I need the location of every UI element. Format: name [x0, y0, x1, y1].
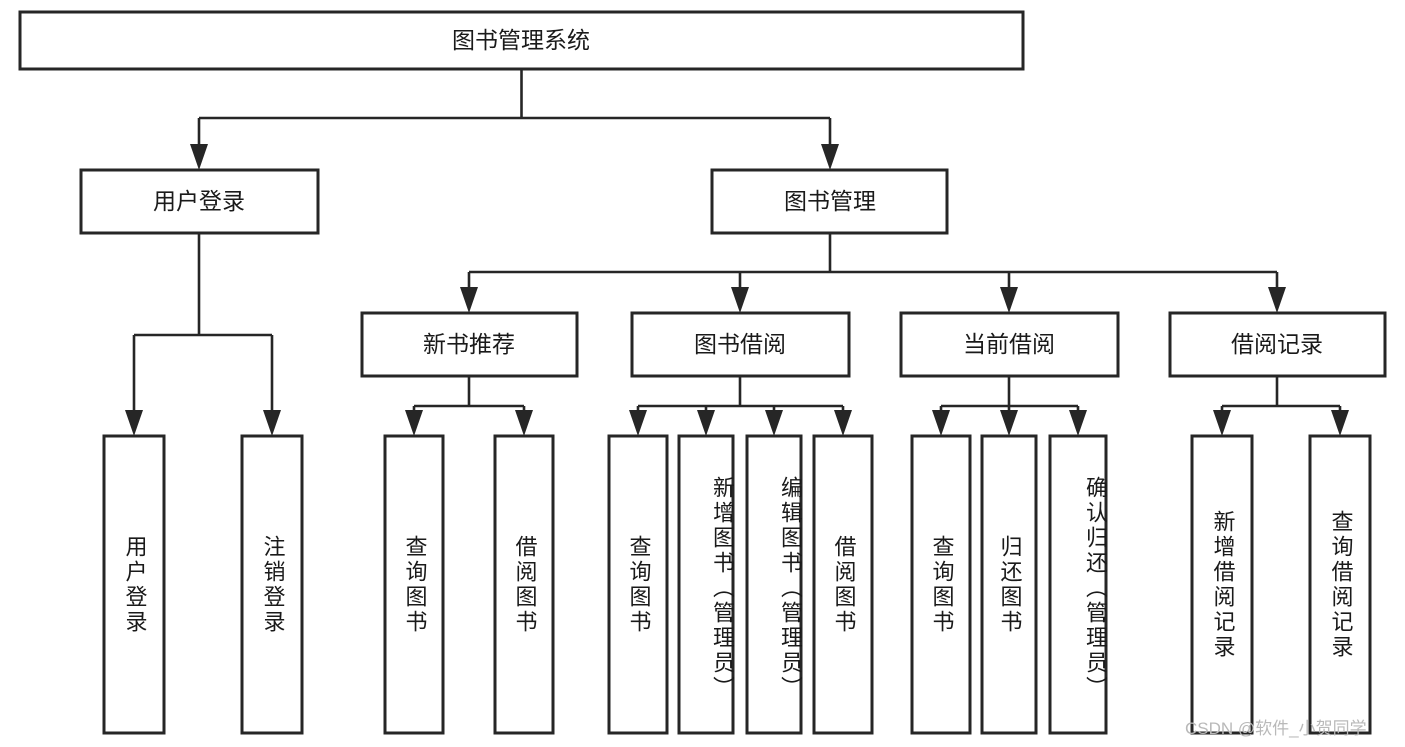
node-new-book-recommend[interactable]: 新书推荐	[360, 311, 579, 378]
leaf-box-query-book-3	[910, 434, 972, 735]
node-new-book-recommend-label: 新书推荐	[423, 331, 515, 357]
node-current-borrow[interactable]: 当前借阅	[899, 311, 1120, 378]
node-book-borrow-label: 图书借阅	[694, 331, 786, 357]
leaf-box-return-book	[980, 434, 1038, 735]
edges-book-manage	[460, 233, 1286, 313]
leaf-box-borrow-book-1	[493, 434, 555, 735]
leaf-box-add-record	[1190, 434, 1254, 735]
edges-root	[190, 69, 839, 170]
leaf-box-query-book-2	[607, 434, 669, 735]
node-borrow-record-label: 借阅记录	[1231, 331, 1323, 357]
leaf-box-add-book	[677, 434, 735, 735]
node-book-manage[interactable]: 图书管理	[710, 168, 949, 235]
leaf-box-borrow-book-2	[812, 434, 874, 735]
node-current-borrow-label: 当前借阅	[963, 331, 1055, 357]
leaf-box-user-logout	[240, 434, 304, 735]
csdn-watermark: CSDN @软件_小贺同学	[1185, 719, 1367, 738]
edges-borrow-record	[1213, 376, 1349, 436]
edges-current-borrow	[932, 376, 1087, 436]
leaf-box-edit-book	[745, 434, 803, 735]
edges-new-book-recommend	[405, 376, 533, 436]
leaf-boxes[interactable]	[102, 434, 1372, 735]
node-user-login-label: 用户登录	[153, 188, 245, 214]
edges-book-borrow	[629, 376, 852, 436]
leaf-box-query-record	[1308, 434, 1372, 735]
node-root-label: 图书管理系统	[452, 27, 590, 53]
leaf-box-confirm-return	[1048, 434, 1108, 735]
node-root[interactable]: 图书管理系统	[18, 10, 1025, 71]
leaf-box-query-book-1	[383, 434, 445, 735]
node-borrow-record[interactable]: 借阅记录	[1168, 311, 1387, 378]
node-user-login[interactable]: 用户登录	[79, 168, 320, 235]
node-book-manage-label: 图书管理	[784, 188, 876, 214]
edges-user-login	[125, 233, 281, 436]
node-book-borrow[interactable]: 图书借阅	[630, 311, 851, 378]
leaf-box-user-login	[102, 434, 166, 735]
